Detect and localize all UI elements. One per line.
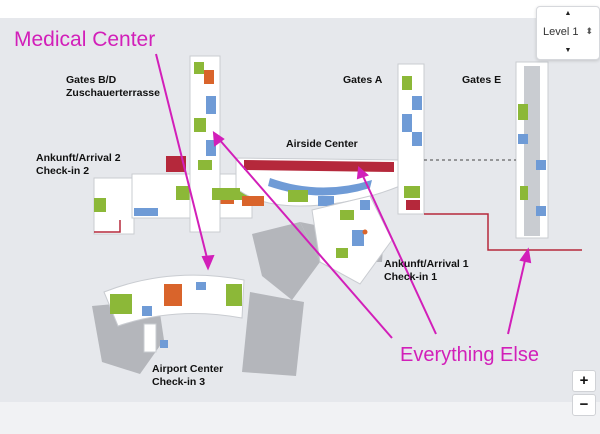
checkin-1-building [311,195,393,285]
annotation-medical-center: Medical Center [14,28,156,51]
everything-arrow-2 [361,173,437,335]
level-selector: ▲ Level 1 ⬍ ▼ [536,6,600,60]
level-down-button[interactable]: ▼ [564,47,572,54]
label-arrival-2: Ankunft/Arrival 2 [36,152,121,164]
apron-stand-4 [242,292,304,376]
label-checkin-2: Check-in 2 [36,165,90,177]
label-gates-a: Gates A [343,74,383,86]
medical-arrowhead [201,254,215,271]
level-select[interactable]: Level 1 ⬍ [541,24,595,42]
annotation-arrows [155,53,532,339]
label-airside-center: Airside Center [286,138,358,150]
select-arrows-icon: ⬍ [585,26,593,36]
airside-center-building [212,157,401,207]
everything-arrow-3 [507,255,527,335]
apron-stand-1 [252,222,320,300]
label-gates-bd: Gates B/D [66,74,117,86]
everything-arrowhead-2 [356,165,369,180]
gates-bd-pier [189,55,221,233]
everything-arrowhead-1 [212,131,225,147]
everything-arrow-1 [217,137,393,339]
zoom-out-button[interactable]: − [572,394,596,416]
label-arrival-1: Ankunft/Arrival 1 [384,258,469,270]
security-line-west [94,220,121,233]
label-zuschauerterrasse: Zuschauerterrasse [66,87,160,99]
gates-e-pier [515,61,549,239]
zoom-in-button[interactable]: + [572,370,596,392]
everything-arrowhead-3 [519,247,532,264]
gates-a-pier [397,63,425,215]
label-checkin-1: Check-in 1 [384,271,438,283]
label-gates-e: Gates E [462,74,502,86]
label-checkin-3: Check-in 3 [152,376,206,388]
map-footer [0,402,600,434]
annotation-everything-else: Everything Else [400,344,539,366]
level-value: Level 1 [543,26,579,38]
airport-center-building [103,274,245,353]
level-up-button[interactable]: ▲ [564,10,572,17]
medical-arrow [155,53,209,263]
label-airport-center: Airport Center [152,363,224,375]
security-line [424,213,582,251]
